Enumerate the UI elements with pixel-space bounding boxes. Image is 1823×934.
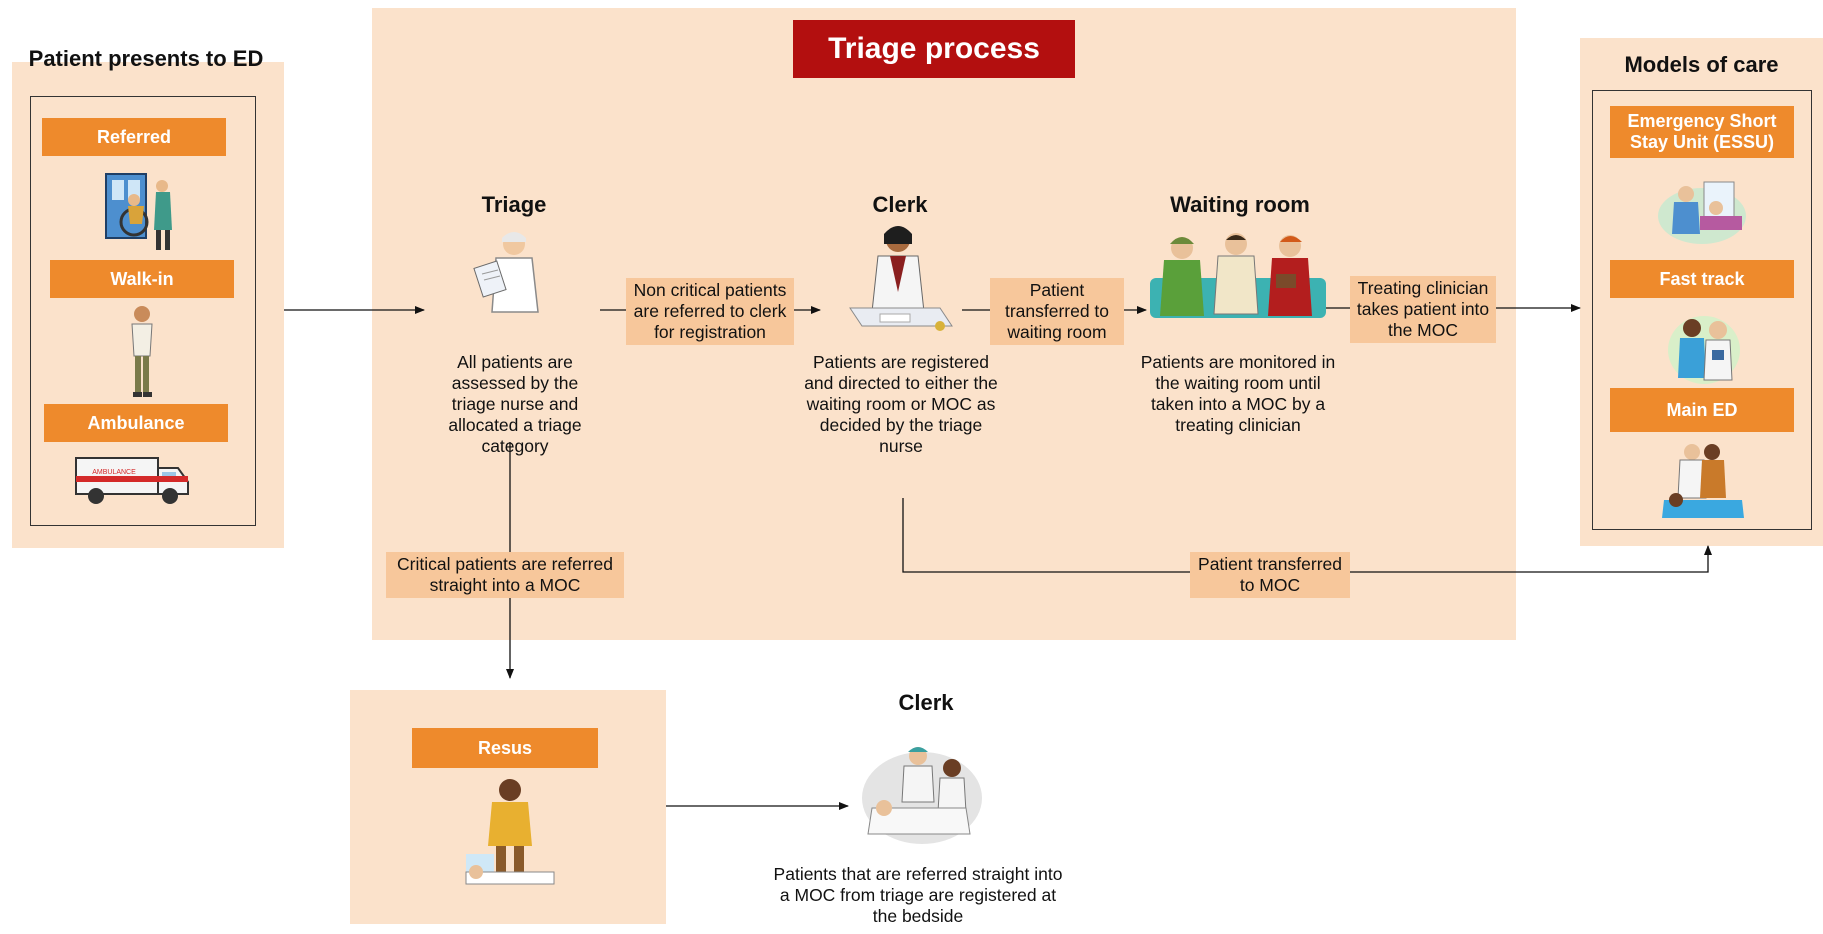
svg-text:AMBULANCE: AMBULANCE xyxy=(92,469,136,476)
moc-essu-label: Emergency Short Stay Unit (ESSU) xyxy=(1610,106,1794,158)
models-of-care-box xyxy=(1592,90,1812,530)
walking-person-icon xyxy=(122,304,162,400)
bedside-clerk-heading: Clerk xyxy=(898,690,954,715)
waiting-room-heading: Waiting room xyxy=(1170,192,1310,217)
clerk-at-desk-icon xyxy=(840,222,958,342)
waiting-room-description: Patients are monitored in the waiting ro… xyxy=(1140,352,1336,435)
fast-track-clinician-icon xyxy=(1666,306,1742,386)
mode-walk-in-label: Walk-in xyxy=(50,260,234,298)
note-transferred-waiting: Patient transferred to waiting room xyxy=(990,278,1124,345)
resus-label: Resus xyxy=(412,728,598,768)
note-critical: Critical patients are referred straight … xyxy=(386,552,624,598)
note-transferred-moc: Patient transferred to MOC xyxy=(1190,552,1350,598)
mode-referred-label: Referred xyxy=(42,118,226,156)
note-treating-clinician: Treating clinician takes patient into th… xyxy=(1350,276,1496,343)
ambulance-icon: AMBULANCE xyxy=(74,450,192,508)
bedside-clerk-description: Patients that are referred straight into… xyxy=(773,864,1063,926)
resus-cpr-icon xyxy=(462,776,558,888)
essu-bed-icon xyxy=(1656,172,1748,246)
page-title: Triage process xyxy=(828,32,1040,65)
patient-presents-heading: Patient presents to ED xyxy=(28,46,264,71)
note-non-critical: Non critical patients are referred to cl… xyxy=(626,278,794,345)
bedside-registration-icon xyxy=(856,738,984,848)
moc-main-ed-label: Main ED xyxy=(1610,388,1794,432)
triage-heading: Triage xyxy=(481,192,547,217)
clerk-heading: Clerk xyxy=(872,192,928,217)
title-banner: Triage process xyxy=(793,20,1075,78)
models-of-care-heading: Models of care xyxy=(1624,52,1779,77)
clerk-description: Patients are registered and directed to … xyxy=(804,352,998,456)
waiting-patients-icon xyxy=(1150,230,1326,334)
arrival-modes-box xyxy=(30,96,256,526)
main-ed-bed-icon xyxy=(1656,440,1748,526)
triage-description: All patients are assessed by the triage … xyxy=(448,352,582,456)
triage-nurse-icon xyxy=(468,228,556,314)
moc-fast-track-label: Fast track xyxy=(1610,260,1794,298)
wheelchair-patient-icon xyxy=(104,170,180,254)
mode-ambulance-label: Ambulance xyxy=(44,404,228,442)
